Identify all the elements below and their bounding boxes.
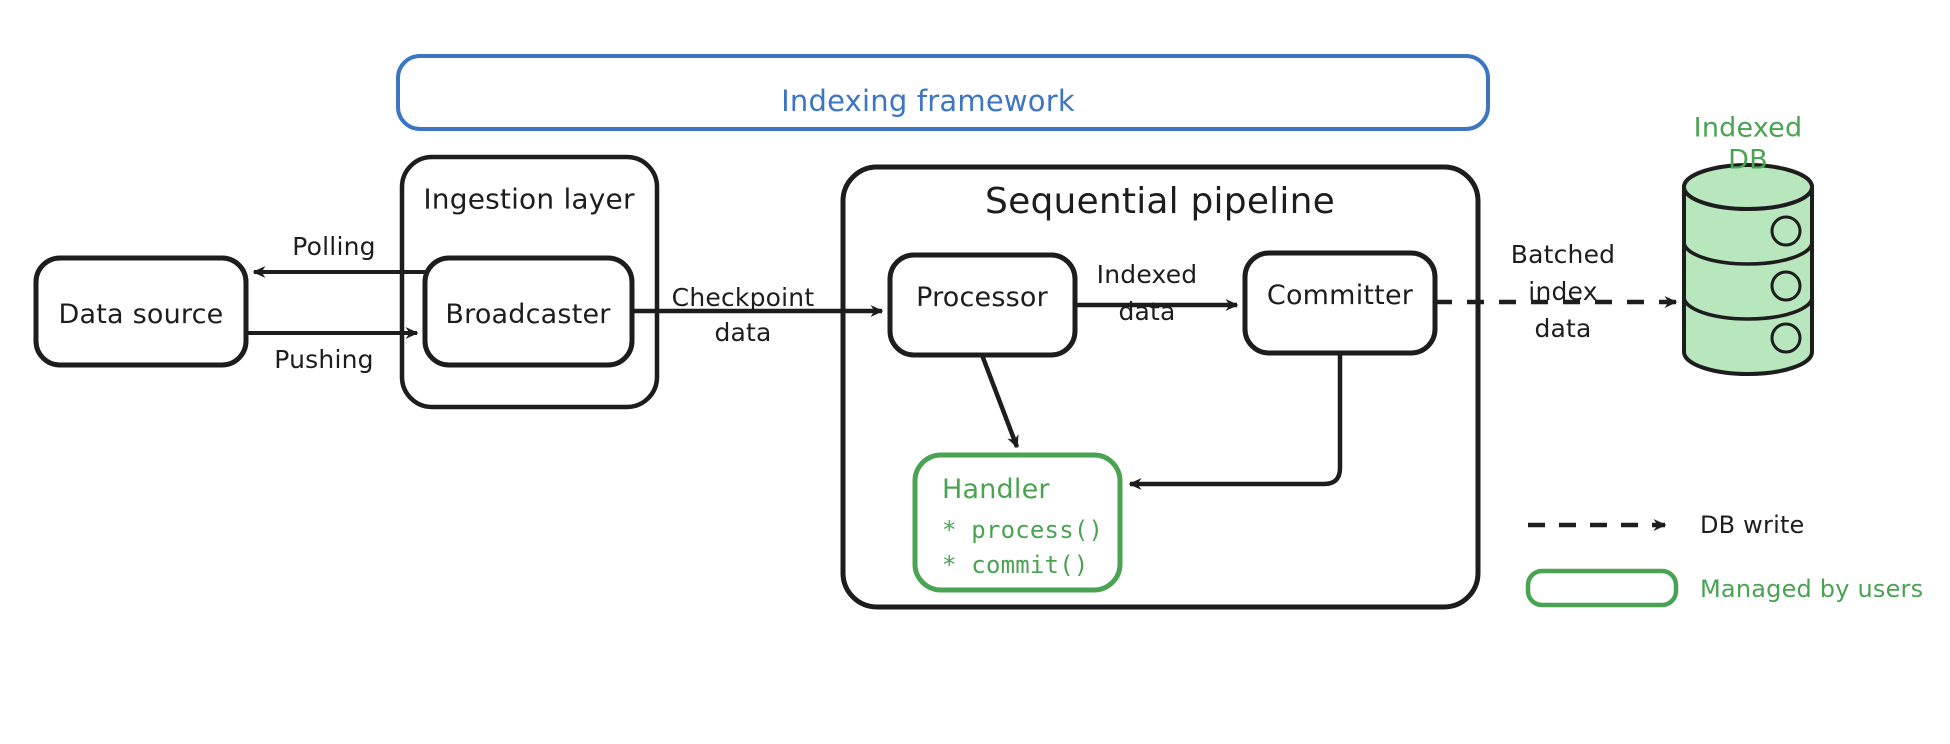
handler-shape — [912, 452, 1123, 593]
indexed-db-label-line1: Indexed — [1693, 112, 1803, 144]
data-source-label: Data source — [58, 298, 224, 330]
broadcaster-label: Broadcaster — [445, 298, 611, 330]
edge-pushing-label: Pushing — [274, 345, 374, 374]
legend-managed-by-users-marker — [1525, 568, 1679, 608]
legend-db-write-label: DB write — [1700, 511, 1805, 539]
processor-label: Processor — [916, 281, 1048, 313]
edge-checkpoint-data-label-line1: Checkpoint — [671, 283, 815, 312]
edge-processor-handler — [979, 354, 1020, 449]
framework-banner-label: Indexing framework — [781, 83, 1075, 118]
sequential-pipeline-title: Sequential pipeline — [985, 180, 1335, 222]
ingestion-layer-title: Ingestion layer — [423, 182, 635, 216]
committer-label: Committer — [1266, 279, 1414, 311]
handler-method-process: * process() — [942, 516, 1104, 544]
handler-method-commit: * commit() — [942, 551, 1089, 579]
edge-checkpoint-data-label-line2: data — [714, 318, 772, 347]
edge-committer-handler — [1128, 353, 1343, 490]
data-source-shape — [33, 255, 249, 368]
indexed-db-label-line2: DB — [1728, 144, 1768, 176]
edge-indexed-data-label-line2: data — [1118, 297, 1176, 326]
edge-batched-index-data-label-line1: Batched — [1510, 240, 1616, 269]
edge-indexed-data-label-line1: Indexed — [1096, 260, 1198, 289]
indexed-db-shape — [1682, 163, 1814, 376]
handler-label: Handler — [942, 474, 1050, 505]
edge-batched-index-data-label-line3: data — [1534, 314, 1592, 343]
edge-batched-index-data-label-line2: index — [1528, 277, 1598, 306]
framework-banner-shape — [396, 54, 1490, 131]
legend-managed-by-users-label: Managed by users — [1700, 575, 1924, 603]
edge-polling-label: Polling — [292, 232, 376, 261]
